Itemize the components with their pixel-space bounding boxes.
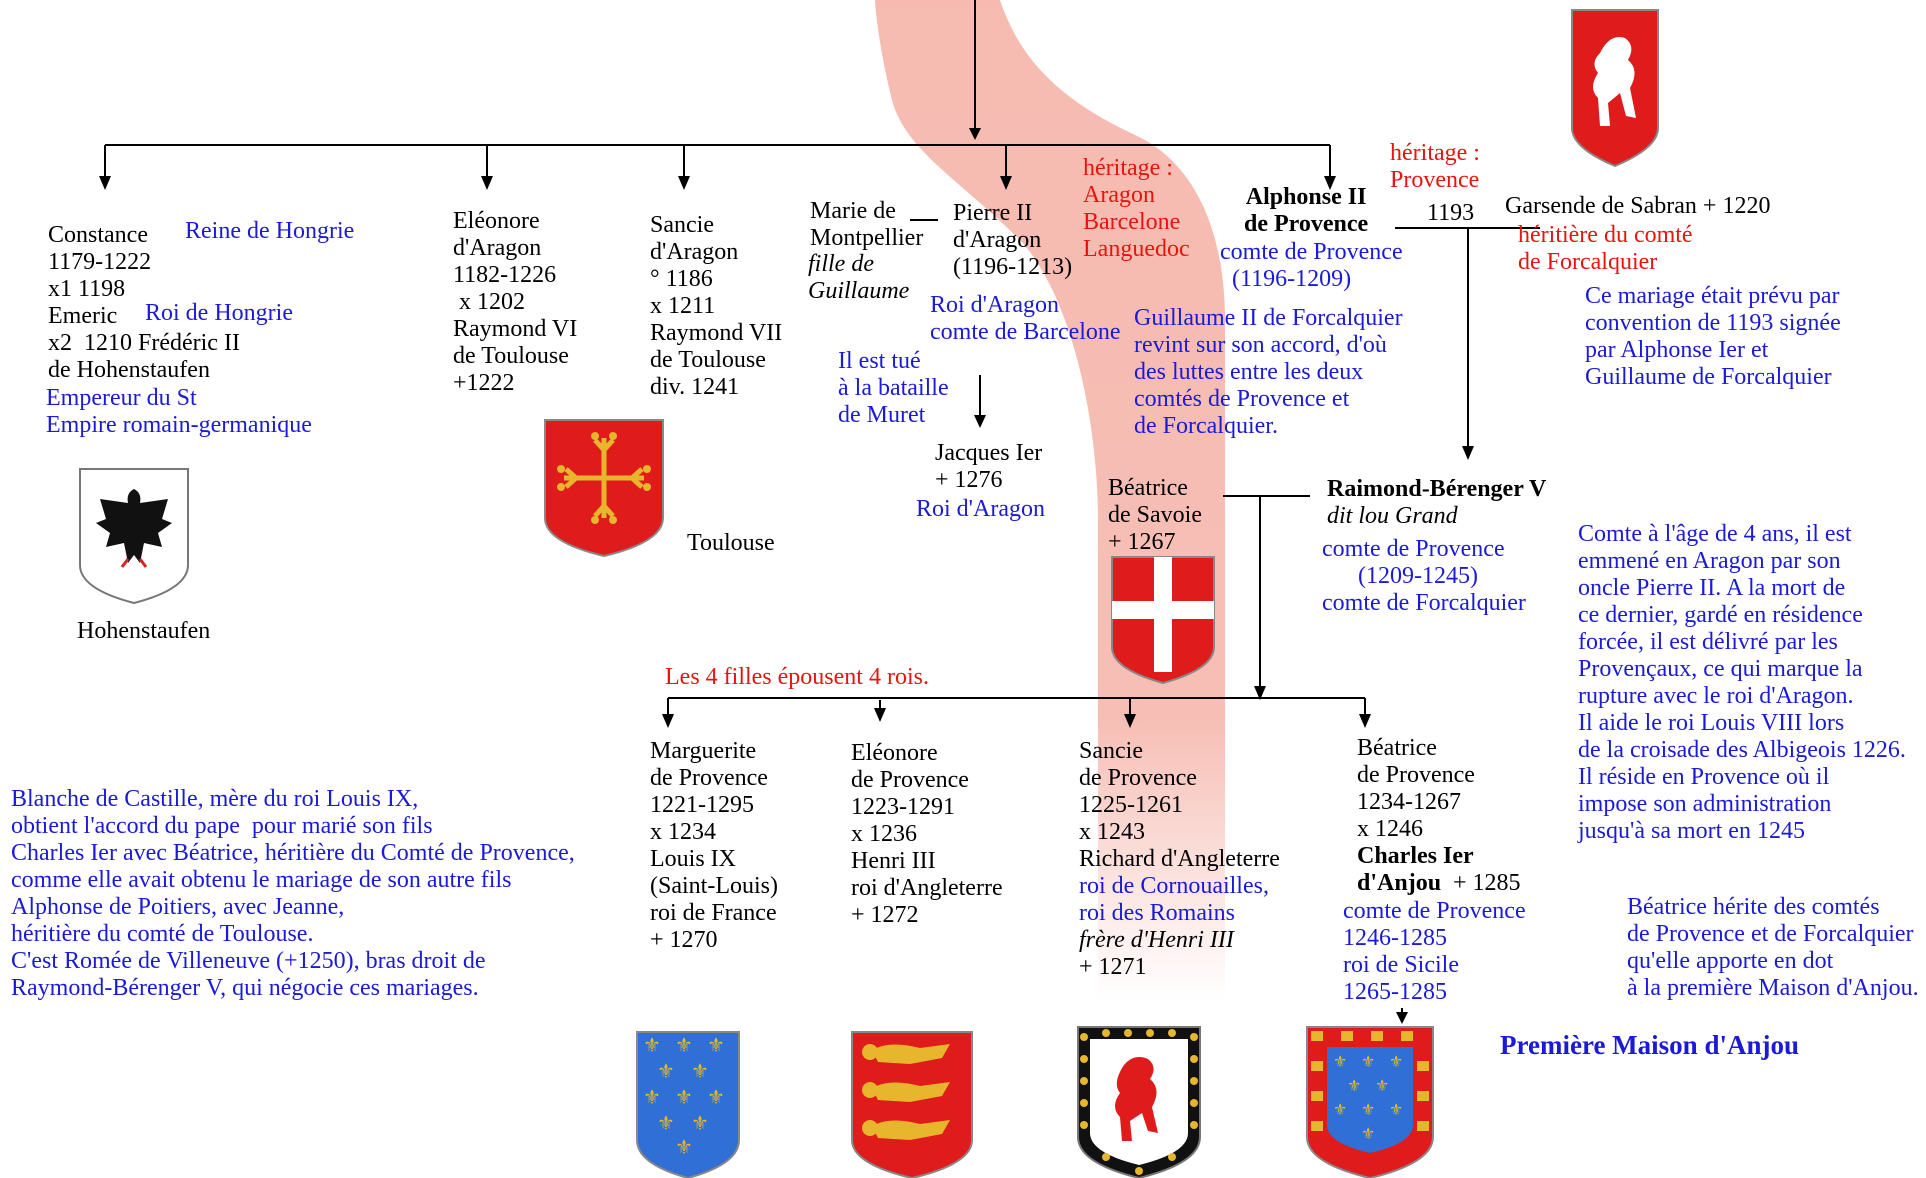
savoie-cross-icon bbox=[1111, 556, 1215, 685]
person-alphonse: Alphonse II de Provence bbox=[1244, 184, 1369, 237]
note-pierre-muret: Il est tué à la bataille de Muret bbox=[838, 348, 949, 428]
title-raimond: comte de Provence (1209-1245) comte de F… bbox=[1322, 536, 1526, 616]
title-jacques: Roi d'Aragon bbox=[916, 496, 1045, 522]
svg-text:⚜: ⚜ bbox=[1361, 1124, 1375, 1143]
note-four-daughters: Les 4 filles épousent 4 rois. bbox=[665, 664, 929, 690]
anjou-castles-icon: ⚜⚜⚜ ⚜⚜ ⚜⚜⚜ ⚜ bbox=[1306, 1026, 1434, 1178]
france-fleur-de-lis-icon: ⚜⚜⚜ ⚜⚜ ⚜⚜⚜ ⚜⚜ ⚜ bbox=[636, 1031, 740, 1178]
person-pierre-ii: Pierre II d'Aragon (1196-1213) bbox=[953, 200, 1073, 280]
note-heritage-provence: héritage : Provence bbox=[1390, 140, 1480, 193]
england-lions-icon bbox=[851, 1031, 973, 1178]
inheritance-band bbox=[875, 0, 1225, 1000]
title-charles: comte de Provence 1246-1285 roi de Sicil… bbox=[1343, 898, 1526, 1005]
note-raimond-dit: dit lou Grand bbox=[1327, 503, 1458, 529]
person-charles-anjou: Charles Ier d'Anjou bbox=[1357, 843, 1474, 896]
title-reine-hongrie: Reine de Hongrie bbox=[185, 218, 355, 244]
note-marie-fille: fille de Guillaume bbox=[808, 251, 910, 304]
heading-premiere-maison-anjou: Première Maison d'Anjou bbox=[1500, 1030, 1799, 1060]
title-pierre: Roi d'Aragon comte de Barcelone bbox=[930, 292, 1121, 345]
person-sancie-aragon: Sancie d'Aragon ° 1186 x 1211 Raymond VI… bbox=[650, 212, 783, 400]
person-beatrice-provence: Béatrice de Provence 1234-1267 x 1246 bbox=[1357, 735, 1475, 842]
hohenstaufen-eagle-icon bbox=[79, 468, 189, 605]
title-empereur: Empereur du St Empire romain-germanique bbox=[46, 385, 312, 438]
svg-text:⚜: ⚜ bbox=[707, 1085, 725, 1109]
person-jacques: Jacques Ier + 1276 bbox=[935, 440, 1043, 493]
title-roi-hongrie: Roi de Hongrie bbox=[145, 300, 293, 326]
svg-text:⚜: ⚜ bbox=[691, 1059, 709, 1083]
svg-text:⚜: ⚜ bbox=[1375, 1076, 1389, 1095]
note-alphonse: Guillaume II de Forcalquier revint sur s… bbox=[1134, 305, 1403, 439]
svg-text:⚜: ⚜ bbox=[657, 1111, 675, 1135]
note-garsende-heir: héritière du comté de Forcalquier bbox=[1518, 222, 1693, 275]
person-raimond: Raimond-Bérenger V bbox=[1327, 476, 1547, 502]
title-alphonse: comte de Provence (1196-1209) bbox=[1220, 239, 1403, 292]
note-sancie-death: + 1271 bbox=[1079, 954, 1147, 980]
svg-text:⚜: ⚜ bbox=[1389, 1100, 1403, 1119]
svg-text:⚜: ⚜ bbox=[675, 1085, 693, 1109]
person-garsende: Garsende de Sabran + 1220 bbox=[1505, 193, 1771, 219]
cornwall-lion-icon bbox=[1077, 1026, 1201, 1178]
label-hohenstaufen: Hohenstaufen bbox=[77, 618, 211, 644]
svg-text:⚜: ⚜ bbox=[657, 1059, 675, 1083]
person-marie-montpellier: Marie de Montpellier bbox=[810, 198, 924, 251]
person-eleonore-provence: Eléonore de Provence 1223-1291 x 1236 He… bbox=[851, 740, 1003, 928]
note-beatrice-heritage: Béatrice hérite des comtés de Provence e… bbox=[1627, 894, 1919, 1001]
title-sancie: roi de Cornouailles, roi des Romains bbox=[1079, 873, 1269, 926]
provence-lion-icon bbox=[1571, 9, 1659, 168]
person-sancie-provence: Sancie de Provence 1225-1261 x 1243 Rich… bbox=[1079, 738, 1280, 872]
svg-text:⚜: ⚜ bbox=[643, 1085, 661, 1109]
svg-text:⚜: ⚜ bbox=[1361, 1052, 1375, 1071]
marriage-year: 1193 bbox=[1427, 200, 1475, 226]
person-constance: Constance 1179-1222 x1 1198 Emeric x2 12… bbox=[48, 222, 240, 383]
note-heritage-aragon: héritage : Aragon Barcelone Languedoc bbox=[1083, 155, 1190, 262]
svg-text:⚜: ⚜ bbox=[691, 1111, 709, 1135]
svg-text:⚜: ⚜ bbox=[1347, 1076, 1361, 1095]
svg-text:⚜: ⚜ bbox=[707, 1033, 725, 1057]
note-blanche-castille: Blanche de Castille, mère du roi Louis I… bbox=[11, 786, 575, 1001]
note-charles-death: + 1285 bbox=[1453, 870, 1521, 896]
note-marriage-convention: Ce mariage était prévu par convention de… bbox=[1585, 283, 1841, 390]
person-eleonore-aragon: Eléonore d'Aragon 1182-1226 x 1202 Raymo… bbox=[453, 208, 578, 396]
svg-text:⚜: ⚜ bbox=[643, 1033, 661, 1057]
label-toulouse: Toulouse bbox=[687, 530, 775, 556]
person-beatrice-savoie: Béatrice de Savoie + 1267 bbox=[1108, 475, 1202, 555]
svg-text:⚜: ⚜ bbox=[675, 1135, 693, 1159]
person-marguerite: Marguerite de Provence 1221-1295 x 1234 … bbox=[650, 738, 778, 953]
svg-text:⚜: ⚜ bbox=[675, 1033, 693, 1057]
svg-text:⚜: ⚜ bbox=[1333, 1100, 1347, 1119]
svg-text:⚜: ⚜ bbox=[1361, 1100, 1375, 1119]
note-raimond-bio: Comte à l'âge de 4 ans, il est emmené en… bbox=[1578, 521, 1906, 844]
toulouse-cross-icon bbox=[544, 419, 664, 558]
note-sancie-frere: frère d'Henri III bbox=[1079, 927, 1234, 953]
svg-text:⚜: ⚜ bbox=[1389, 1052, 1403, 1071]
svg-text:⚜: ⚜ bbox=[1333, 1052, 1347, 1071]
